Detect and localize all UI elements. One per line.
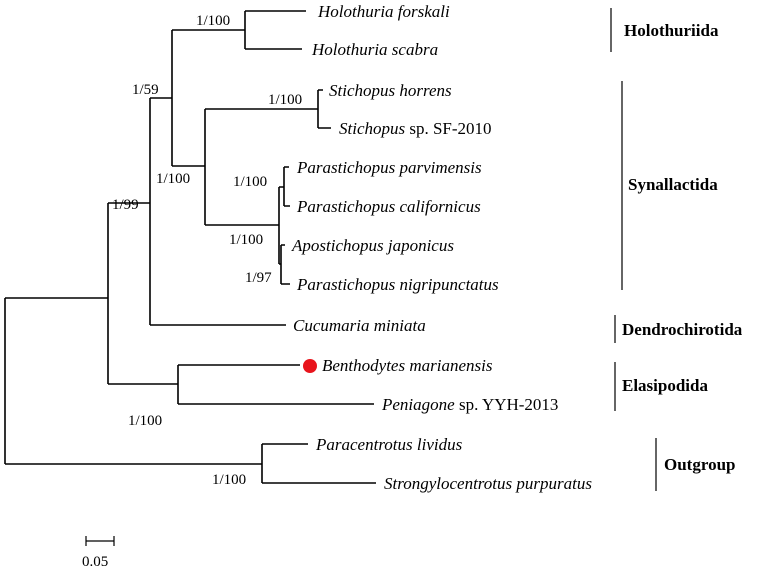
node-59-branch [149, 97, 286, 326]
taxon-strongylocentrotus-purpuratus: Strongylocentrotus purpuratus [384, 474, 592, 493]
group-labels: Holothuriida Synallactida Dendrochirotid… [610, 8, 743, 491]
root-branch [4, 297, 262, 465]
elasipodida-branch [177, 364, 374, 405]
taxon-peniagone-genus: Peniagone [381, 395, 455, 414]
group-elasipodida: Elasipodida [622, 376, 708, 395]
node-holo-synall-branch [171, 29, 245, 167]
support-elasipodida: 1/100 [128, 413, 162, 429]
taxon-stichopus-sf2010: Stichopus sp. SF-2010 [339, 119, 492, 138]
synallactida-branch [204, 108, 318, 226]
taxon-benthodytes-marianensis: Benthodytes marianensis [322, 356, 493, 375]
taxon-peniagone-yyh2013: Peniagone sp. YYH-2013 [381, 395, 558, 414]
support-holothuria: 1/100 [196, 13, 230, 29]
taxon-holothuria-forskali: Holothuria forskali [317, 2, 450, 21]
taxon-peniagone-strain: sp. YYH-2013 [455, 395, 559, 414]
taxon-stichopus-strain: sp. SF-2010 [405, 119, 491, 138]
support-ingroup: 1/99 [112, 197, 139, 213]
parastichopus-pair-branch [283, 166, 290, 207]
taxon-holothuria-scabra: Holothuria scabra [311, 40, 438, 59]
outgroup-branch [261, 443, 376, 484]
taxon-parastichopus-nigripunctatus: Parastichopus nigripunctatus [296, 275, 499, 294]
scale-bar-label: 0.05 [82, 554, 108, 570]
scale-bar-line [85, 536, 115, 546]
support-outgroup: 1/100 [212, 472, 246, 488]
taxon-cucumaria-miniata: Cucumaria miniata [293, 316, 426, 335]
taxon-stichopus-genus: Stichopus [339, 119, 405, 138]
taxon-parastichopus-californicus: Parastichopus californicus [296, 197, 481, 216]
support-synallactida: 1/100 [156, 171, 190, 187]
new-species-marker-icon [303, 359, 317, 373]
support-parastichopus-pair: 1/100 [233, 174, 267, 190]
taxon-apostichopus-japonicus: Apostichopus japonicus [291, 236, 454, 255]
group-dendrochirotida: Dendrochirotida [622, 320, 743, 339]
group-holothuriida: Holothuriida [624, 21, 719, 40]
group-synallactida: Synallactida [628, 175, 718, 194]
ingroup-branch [107, 202, 178, 385]
taxon-paracentrotus-lividus: Paracentrotus lividus [315, 435, 463, 454]
taxon-labels: Holothuria forskali Holothuria scabra St… [291, 2, 592, 493]
tree-branches [4, 10, 376, 484]
support-stichopus: 1/100 [268, 92, 302, 108]
stichopus-branch [317, 89, 331, 129]
support-values: 1/100 1/59 1/100 1/100 1/99 1/100 1/100 … [112, 13, 302, 488]
holothuria-branch [244, 10, 306, 50]
scale-bar: 0.05 [82, 536, 115, 570]
support-parastichopus-clade: 1/100 [229, 232, 263, 248]
apostichopus-pair-branch [280, 244, 290, 285]
support-apostichopus-pair: 1/97 [245, 270, 272, 286]
support-holo-synall: 1/59 [132, 82, 159, 98]
group-outgroup: Outgroup [664, 455, 736, 474]
taxon-stichopus-horrens: Stichopus horrens [329, 81, 452, 100]
taxon-parastichopus-parvimensis: Parastichopus parvimensis [296, 158, 482, 177]
